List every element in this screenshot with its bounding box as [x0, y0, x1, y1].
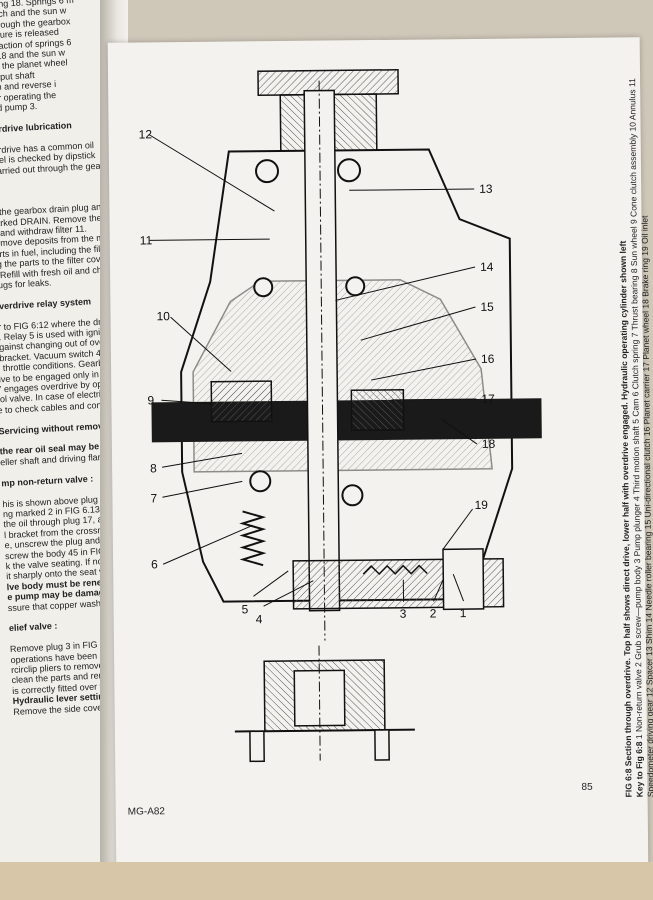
callout-11: 11: [140, 233, 153, 247]
page-footer-code: MG-A82: [127, 806, 166, 818]
thrust-bearing-ball: [249, 470, 272, 493]
callout-12: 12: [139, 127, 153, 141]
callout-14: 14: [480, 260, 494, 274]
figure-key-label: Key to Fig 6:8: [634, 741, 645, 798]
callout-15: 15: [480, 300, 494, 314]
inset-detail-drawing: [234, 645, 415, 763]
callout-8: 8: [150, 461, 157, 475]
shaft-centerline: [318, 80, 326, 641]
bearing-mid-right: [345, 276, 366, 297]
bearing-upper-left: [255, 159, 280, 184]
figure-caption: FIG 6:8 Section through overdrive. Top h…: [616, 77, 653, 797]
callout-5: 5: [242, 602, 249, 616]
callout-7: 7: [150, 491, 157, 505]
left-page: ave ring 18. Springs 6 me clutch and the…: [0, 0, 118, 900]
lower-bearing-ball: [341, 484, 364, 507]
callout-13: 13: [479, 182, 493, 196]
right-page: 12 11 10 9 8 7 6 5 4 3 2 1 19 13 14 15 1…: [107, 37, 653, 873]
callout-6: 6: [151, 557, 158, 571]
clutch-spring: [239, 510, 267, 567]
pump-spring: [362, 564, 428, 576]
callout-19: 19: [474, 498, 488, 512]
callout-18: 18: [482, 437, 496, 451]
callout-4: 4: [256, 612, 263, 626]
callout-1: 1: [460, 606, 467, 620]
callout-10: 10: [156, 309, 170, 323]
overdrive-section-drawing: 12 11 10 9 8 7 6 5 4 3 2 1 19 13 14 15 1…: [139, 69, 542, 763]
page-number: 85: [581, 781, 593, 793]
callout-9: 9: [147, 393, 154, 407]
callout-17: 17: [481, 392, 495, 406]
callout-2: 2: [430, 606, 437, 620]
bearing-upper-right: [337, 158, 362, 183]
callout-16: 16: [481, 352, 495, 366]
planet-wheel: [350, 388, 405, 432]
cone-clutch: [210, 380, 273, 423]
callout-3: 3: [400, 607, 407, 621]
bearing-mid-left: [253, 277, 274, 298]
callout-leaders: [148, 133, 478, 607]
table-surface: [0, 862, 653, 900]
